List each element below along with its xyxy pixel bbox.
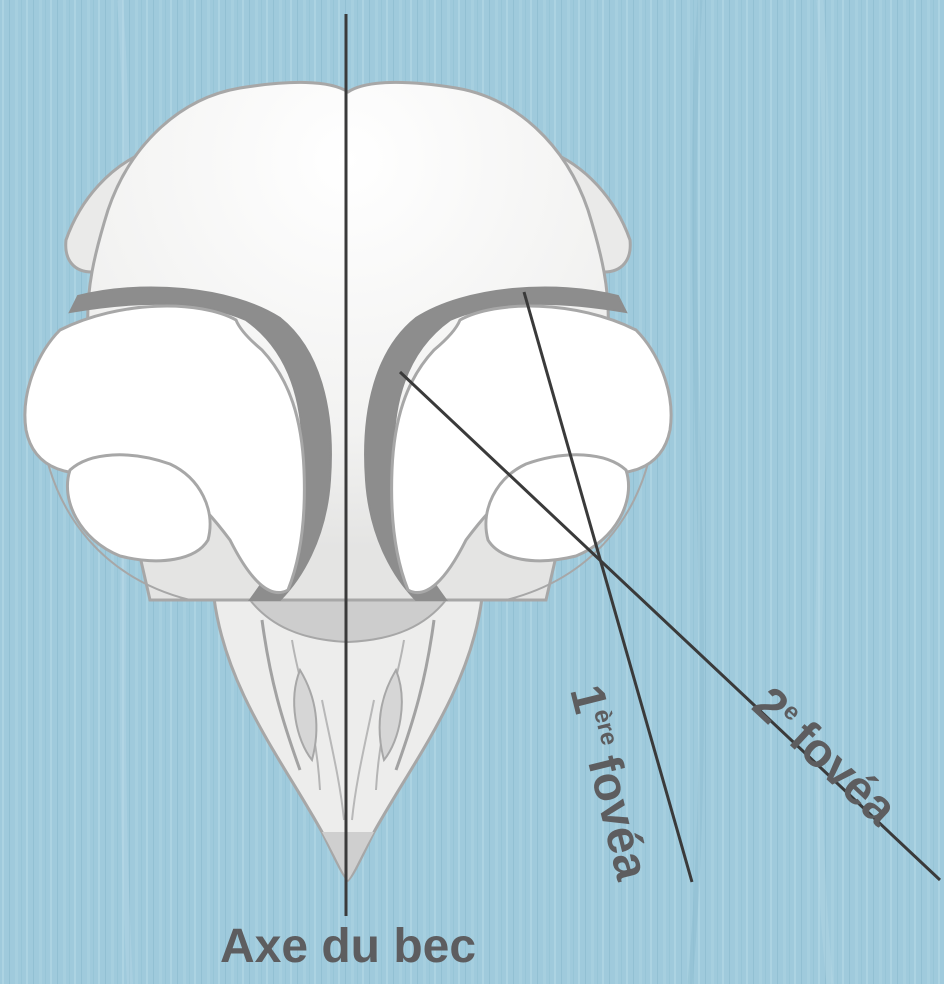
beak-axis-label: Axe du bec [220, 920, 476, 973]
